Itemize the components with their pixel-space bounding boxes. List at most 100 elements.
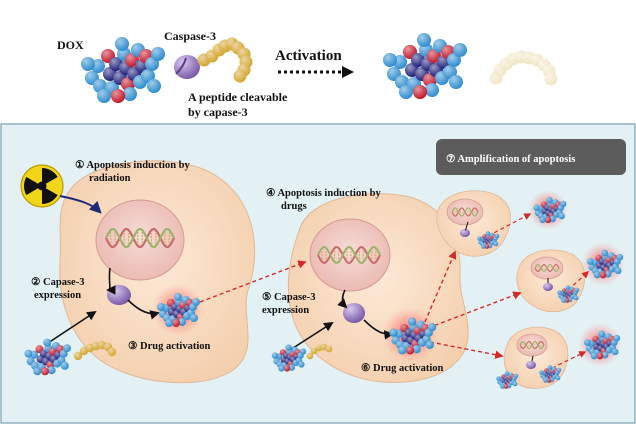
nucleus-to-caspase-arrow-2	[337, 289, 348, 309]
atom-highlight	[60, 361, 69, 370]
atom-highlight	[310, 347, 318, 355]
caspase-3-enzyme-icon	[460, 229, 470, 237]
atom-highlight	[485, 231, 491, 236]
atom-highlight	[561, 298, 566, 303]
atom-highlight	[178, 318, 186, 326]
spread-arrow-3	[427, 291, 522, 329]
atom-highlight	[425, 340, 434, 349]
atom-highlight	[598, 330, 606, 338]
nucleus-to-caspase-arrow-1	[106, 267, 116, 295]
dox-molecule-icon	[81, 37, 165, 103]
step-4-label-line2: drugs	[281, 201, 307, 212]
atom-highlight	[325, 345, 333, 353]
atom-highlight	[484, 244, 490, 249]
dna-strand	[519, 340, 545, 350]
atom-highlight	[413, 85, 427, 99]
atom-highlight	[496, 376, 501, 381]
spread-arrow-7	[551, 351, 587, 369]
atom-highlight	[63, 344, 71, 353]
dna-strand	[317, 245, 381, 265]
spread-arrow-2	[424, 250, 457, 323]
atom-highlight	[613, 334, 621, 342]
peptide-label-line1: A peptide cleavable	[188, 90, 288, 104]
atom-highlight	[157, 303, 165, 311]
atom-highlight	[398, 346, 407, 355]
atom-highlight	[192, 298, 200, 306]
dna-strand	[451, 207, 479, 217]
atom-highlight	[97, 89, 111, 103]
atom-highlight	[271, 352, 279, 359]
small-arrow	[464, 221, 469, 231]
dna-strand	[105, 227, 175, 249]
step-3-label: ③ Drug activation	[128, 340, 210, 352]
atom-highlight	[596, 352, 604, 360]
atom-highlight	[43, 338, 52, 347]
atom-highlight	[546, 196, 553, 204]
atom-highlight	[151, 47, 165, 61]
dox-molecule-icon	[383, 33, 467, 99]
atom-highlight	[503, 384, 509, 389]
atom-highlight	[389, 328, 398, 337]
step-2-label-line2: expression	[34, 290, 81, 301]
atom-highlight	[565, 285, 571, 290]
atom-highlight	[417, 33, 431, 47]
atom-highlight	[165, 319, 173, 327]
caspase-3-enzyme-icon	[526, 361, 536, 369]
radiation-arrow	[59, 195, 102, 214]
atom-highlight	[547, 365, 553, 370]
atom-highlight	[233, 69, 247, 83]
atom-highlight	[599, 271, 607, 279]
atom-highlight	[408, 317, 417, 326]
radiation-icon	[20, 164, 64, 208]
atom-highlight	[399, 85, 413, 99]
atom-highlight	[285, 344, 292, 351]
atom-highlight	[299, 348, 307, 355]
atom-highlight	[560, 200, 567, 208]
atom-highlight	[544, 72, 558, 86]
caspase-3-enzyme-icon	[543, 283, 553, 291]
atom-highlight	[320, 343, 328, 351]
atom-highlight	[174, 293, 182, 301]
caspase-label: Caspase-3	[164, 29, 216, 43]
step-7-label: ⑦ Amplification of apoptosis	[446, 153, 575, 165]
cell-1	[59, 160, 256, 384]
caspase-3-enzyme-icon	[343, 303, 365, 323]
atom-highlight	[604, 270, 612, 278]
atom-highlight	[412, 345, 421, 354]
spread-arrow-1	[199, 260, 307, 303]
atom-highlight	[81, 57, 95, 71]
atom-highlight	[24, 349, 33, 358]
atom-highlight	[555, 375, 561, 381]
dna-helix-icon	[534, 263, 560, 273]
step-1-label-line1: ① Apoptosis induction by	[75, 159, 190, 171]
dna-strand	[105, 227, 175, 249]
atom-highlight	[288, 364, 295, 371]
small-arrow	[531, 355, 534, 362]
spread-arrow-4	[429, 341, 504, 359]
atom-highlight	[587, 258, 594, 265]
dna-helix-icon	[451, 207, 479, 217]
atom-highlight	[564, 298, 570, 303]
atom-highlight	[601, 351, 609, 359]
cell-2-nucleus	[309, 218, 391, 292]
step-4-label-line1: ④ Apoptosis induction by	[266, 187, 381, 199]
atom-highlight	[172, 319, 180, 327]
activation-label: Activation	[275, 48, 342, 64]
atom-highlight	[611, 348, 619, 356]
step-5-label-line1: ⑤ Capase-3	[262, 291, 315, 303]
atom-highlight	[546, 378, 552, 383]
atom-highlight	[449, 75, 463, 89]
atom-highlight	[504, 371, 510, 376]
dna-helix-icon	[105, 227, 175, 249]
atom-highlight	[306, 352, 314, 360]
atom-highlight	[558, 212, 565, 220]
atom-highlight	[593, 271, 601, 279]
prodrug-entry-arrow-2	[289, 321, 334, 351]
atom-highlight	[574, 287, 580, 293]
atom-highlight	[427, 323, 437, 332]
atom-highlight	[111, 89, 125, 103]
step-2-label-line1: ② Capase-3	[31, 276, 84, 288]
atom-highlight	[584, 339, 591, 346]
atom-highlight	[190, 314, 198, 322]
atom-highlight	[107, 347, 117, 357]
